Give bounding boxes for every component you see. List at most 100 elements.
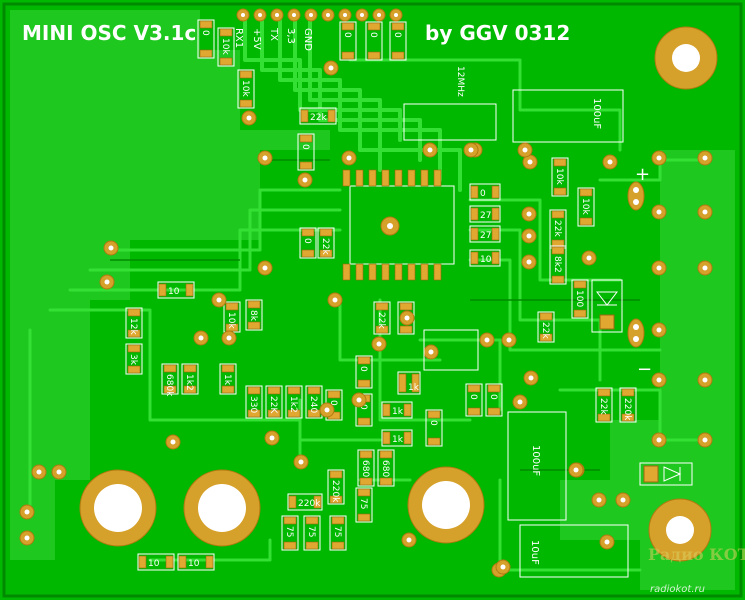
- via-pad: [615, 492, 631, 508]
- resistor-r-1k-b: 1k: [381, 429, 413, 447]
- via-pad: [31, 464, 47, 480]
- plus-marker: +: [635, 164, 650, 185]
- resistor-label: 10k: [554, 168, 564, 185]
- resistor-label: 10: [148, 559, 160, 569]
- resistor-label: 75: [332, 526, 342, 537]
- resistor-label: 22k: [310, 113, 327, 123]
- via-pad: [297, 172, 313, 188]
- resistor-r-0-d: 0: [297, 133, 315, 171]
- via-pad: [341, 150, 357, 166]
- header-label-gnd: GND: [302, 28, 313, 51]
- resistor-r-22k-u1: 22k: [317, 227, 335, 259]
- resistor-label: 75: [284, 526, 294, 537]
- resistor-r-3k-left: 3k: [125, 343, 143, 375]
- resistor-r-0-a: 0: [197, 19, 215, 59]
- ground-pour-right: [560, 150, 735, 590]
- resistor-r-0-g: 0: [425, 409, 443, 447]
- resistor-label: 10k: [220, 38, 230, 55]
- resistor-label: 0: [392, 32, 402, 38]
- cap-100uf-mid: 100uF: [507, 394, 584, 521]
- resistor-label: 220k: [622, 398, 632, 421]
- resistor-r-0-u1b: 0: [299, 227, 317, 259]
- via-pad: [697, 372, 713, 388]
- cap-label-bottom: 10uF: [529, 540, 540, 565]
- vias: [19, 60, 713, 578]
- resistor-r-12k-left: 12k: [125, 307, 143, 339]
- resistor-label: 240: [308, 396, 318, 413]
- resistor-label: 100: [574, 290, 584, 307]
- crystal-label: 12MHz: [455, 66, 465, 97]
- mcu-pin-top: [368, 169, 377, 187]
- resistor-label: 22k: [552, 220, 562, 237]
- resistor-label: 330: [248, 396, 258, 413]
- via-pad: [523, 370, 539, 386]
- via-pad: [581, 250, 597, 266]
- resistor-r-22k-top: 22k: [299, 107, 337, 125]
- via-pad: [401, 532, 417, 548]
- resistor-r-1k-a: 1k: [381, 401, 413, 419]
- resistor-r-330: 330: [245, 385, 263, 419]
- resistor-r-8k-mid: 8k: [245, 299, 263, 331]
- resistor-label: 1k: [408, 383, 420, 393]
- cap-label-top: 100uF: [591, 98, 602, 129]
- cap-label-mid: 100uF: [530, 445, 541, 476]
- resistor-label: 10k: [226, 312, 236, 329]
- resistor-label: 22k: [540, 322, 550, 339]
- via-pad: [399, 310, 415, 326]
- header-label-5v: +5V: [251, 28, 262, 50]
- resistor-label: 1k: [392, 407, 404, 417]
- bnc-jack-1: [79, 469, 157, 547]
- header-label-rx1: RX1: [233, 28, 244, 48]
- via-pad: [501, 332, 517, 348]
- resistor-r-240: 240: [305, 385, 323, 419]
- mcu-pin-bottom: [368, 263, 377, 281]
- resistor-label: 22K: [268, 396, 278, 414]
- via-pad: [241, 110, 257, 126]
- resistor-r-680k: 680k: [161, 363, 179, 397]
- minus-marker: −: [637, 359, 652, 380]
- resistor-r-75-d: 75: [355, 487, 373, 523]
- resistor-r-10k-right: 10k: [551, 157, 569, 197]
- mcu-pin-top: [355, 169, 364, 187]
- via-pad: [651, 150, 667, 166]
- resistor-label: 0: [358, 366, 368, 372]
- via-pad: [165, 434, 181, 450]
- resistor-label: 0: [358, 404, 368, 410]
- resistor-label: 75: [358, 498, 368, 509]
- diode-right-2: [639, 462, 693, 486]
- via-pad: [257, 150, 273, 166]
- header-pins: [236, 8, 403, 22]
- via-pad: [19, 504, 35, 520]
- header-label-tx: TX: [268, 27, 279, 41]
- resistor-r-0-rr2: 0: [485, 383, 503, 417]
- inductor-outline: [423, 329, 479, 371]
- resistor-r-0-u1: 0: [469, 183, 501, 201]
- via-pad: [651, 372, 667, 388]
- resistor-r-680-b: 680: [377, 449, 395, 487]
- resistor-r-27-b: 27: [469, 225, 501, 243]
- resistor-r-8k2-right: 8k2: [549, 245, 567, 285]
- resistor-r-1k-left: 1k: [219, 363, 237, 395]
- resistor-label: 1k: [222, 374, 232, 386]
- resistor-r-22k-q2: 22k: [595, 387, 613, 423]
- via-pad: [591, 492, 607, 508]
- resistor-r-10-left: 10: [157, 281, 195, 299]
- via-pad: [264, 430, 280, 446]
- jumper-pad-top: [627, 181, 645, 211]
- resistor-r-680-a: 680: [357, 449, 375, 487]
- via-pad: [257, 260, 273, 276]
- resistor-r-10k-right2: 10k: [577, 187, 595, 227]
- via-pad: [323, 60, 339, 76]
- via-pad: [521, 206, 537, 222]
- mount-hole-br: [648, 498, 712, 562]
- cap-100uf-top: 100uF: [512, 89, 624, 170]
- via-pad: [423, 344, 439, 360]
- resistor-r-100-right: 100: [571, 279, 589, 319]
- diode-right-1: [591, 279, 623, 333]
- via-pad: [651, 260, 667, 276]
- resistor-label: 680: [380, 460, 390, 477]
- via-pad: [479, 332, 495, 348]
- resistor-label: 27: [480, 211, 491, 221]
